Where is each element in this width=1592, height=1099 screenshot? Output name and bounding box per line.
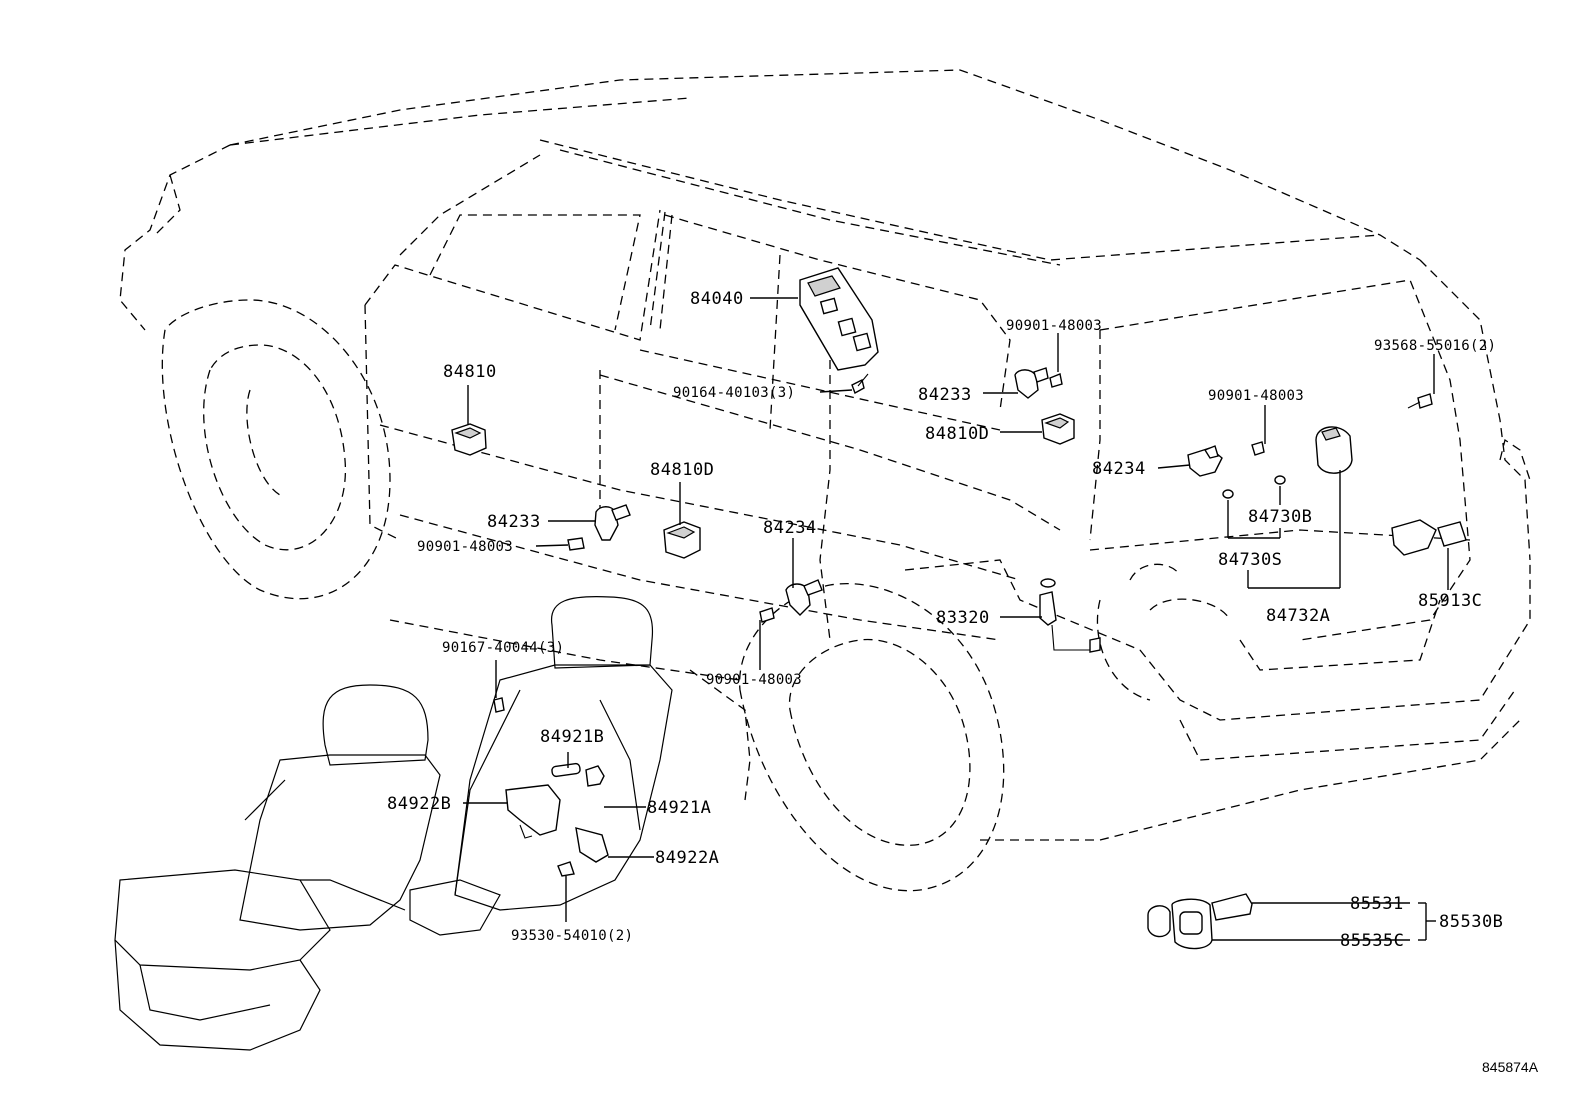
label-84921A: 84921A bbox=[647, 798, 711, 818]
label-93568-55016: 93568-55016(2) bbox=[1374, 338, 1496, 354]
label-84730B: 84730B bbox=[1248, 507, 1312, 527]
label-84234-center: 84234 bbox=[763, 518, 817, 538]
label-84922B: 84922B bbox=[387, 794, 451, 814]
front-seat-left bbox=[114, 684, 441, 1051]
label-90901-48003-mid: 90901-48003 bbox=[1208, 388, 1304, 404]
bolts-90901 bbox=[567, 373, 1265, 623]
label-83320: 83320 bbox=[936, 608, 990, 628]
master-window-switch-84040 bbox=[799, 267, 879, 371]
key-cylinder-85530B bbox=[1147, 893, 1253, 950]
label-84040: 84040 bbox=[690, 289, 744, 309]
courtesy-switch-84233-right bbox=[1014, 367, 1049, 399]
label-90164-40103: 90164-40103(3) bbox=[673, 385, 795, 401]
window-switch-84810D-center bbox=[663, 521, 701, 559]
screw-90164 bbox=[851, 373, 869, 395]
switch-83320 bbox=[1039, 578, 1101, 653]
label-84732A: 84732A bbox=[1266, 606, 1330, 626]
switches-84730 bbox=[1222, 475, 1286, 499]
label-85530B: 85530B bbox=[1439, 912, 1503, 932]
label-84810-left: 84810 bbox=[443, 362, 497, 382]
label-84234-right: 84234 bbox=[1092, 459, 1146, 479]
sensor-85913C bbox=[1391, 519, 1467, 556]
label-85535C: 85535C bbox=[1340, 931, 1404, 951]
label-85913C: 85913C bbox=[1418, 591, 1482, 611]
label-84922A: 84922A bbox=[655, 848, 719, 868]
diagram-reference-number: 845874A bbox=[1482, 1059, 1539, 1075]
label-93530-54010: 93530-54010(2) bbox=[511, 928, 633, 944]
courtesy-switch-84233-left bbox=[594, 504, 631, 541]
window-switch-84810-left bbox=[451, 423, 487, 456]
label-84233-left: 84233 bbox=[487, 512, 541, 532]
window-switch-84810D-right bbox=[1041, 413, 1075, 445]
label-84921B: 84921B bbox=[540, 727, 604, 747]
label-84810D-center: 84810D bbox=[650, 460, 714, 480]
seat-switches-84921-84922 bbox=[493, 697, 609, 877]
bolt-93568 bbox=[1407, 393, 1433, 409]
part-labels: 84040 84810 90164-40103(3) 90901-48003 8… bbox=[387, 289, 1503, 951]
lock-84732A bbox=[1315, 426, 1353, 474]
label-90901-48003-low: 90901-48003 bbox=[706, 672, 802, 688]
label-85531: 85531 bbox=[1350, 894, 1404, 914]
label-90901-48003-left: 90901-48003 bbox=[417, 539, 513, 555]
leader-lines bbox=[463, 297, 1449, 941]
label-90167-40044: 90167-40044(3) bbox=[442, 640, 564, 656]
courtesy-switch-84234-right bbox=[1187, 445, 1223, 477]
label-84730S: 84730S bbox=[1218, 550, 1282, 570]
label-84233-right: 84233 bbox=[918, 385, 972, 405]
courtesy-switch-84234-center bbox=[785, 579, 823, 616]
label-90901-48003-top: 90901-48003 bbox=[1006, 318, 1102, 334]
vehicle-body-outline bbox=[119, 69, 1531, 892]
label-84810D-right: 84810D bbox=[925, 424, 989, 444]
